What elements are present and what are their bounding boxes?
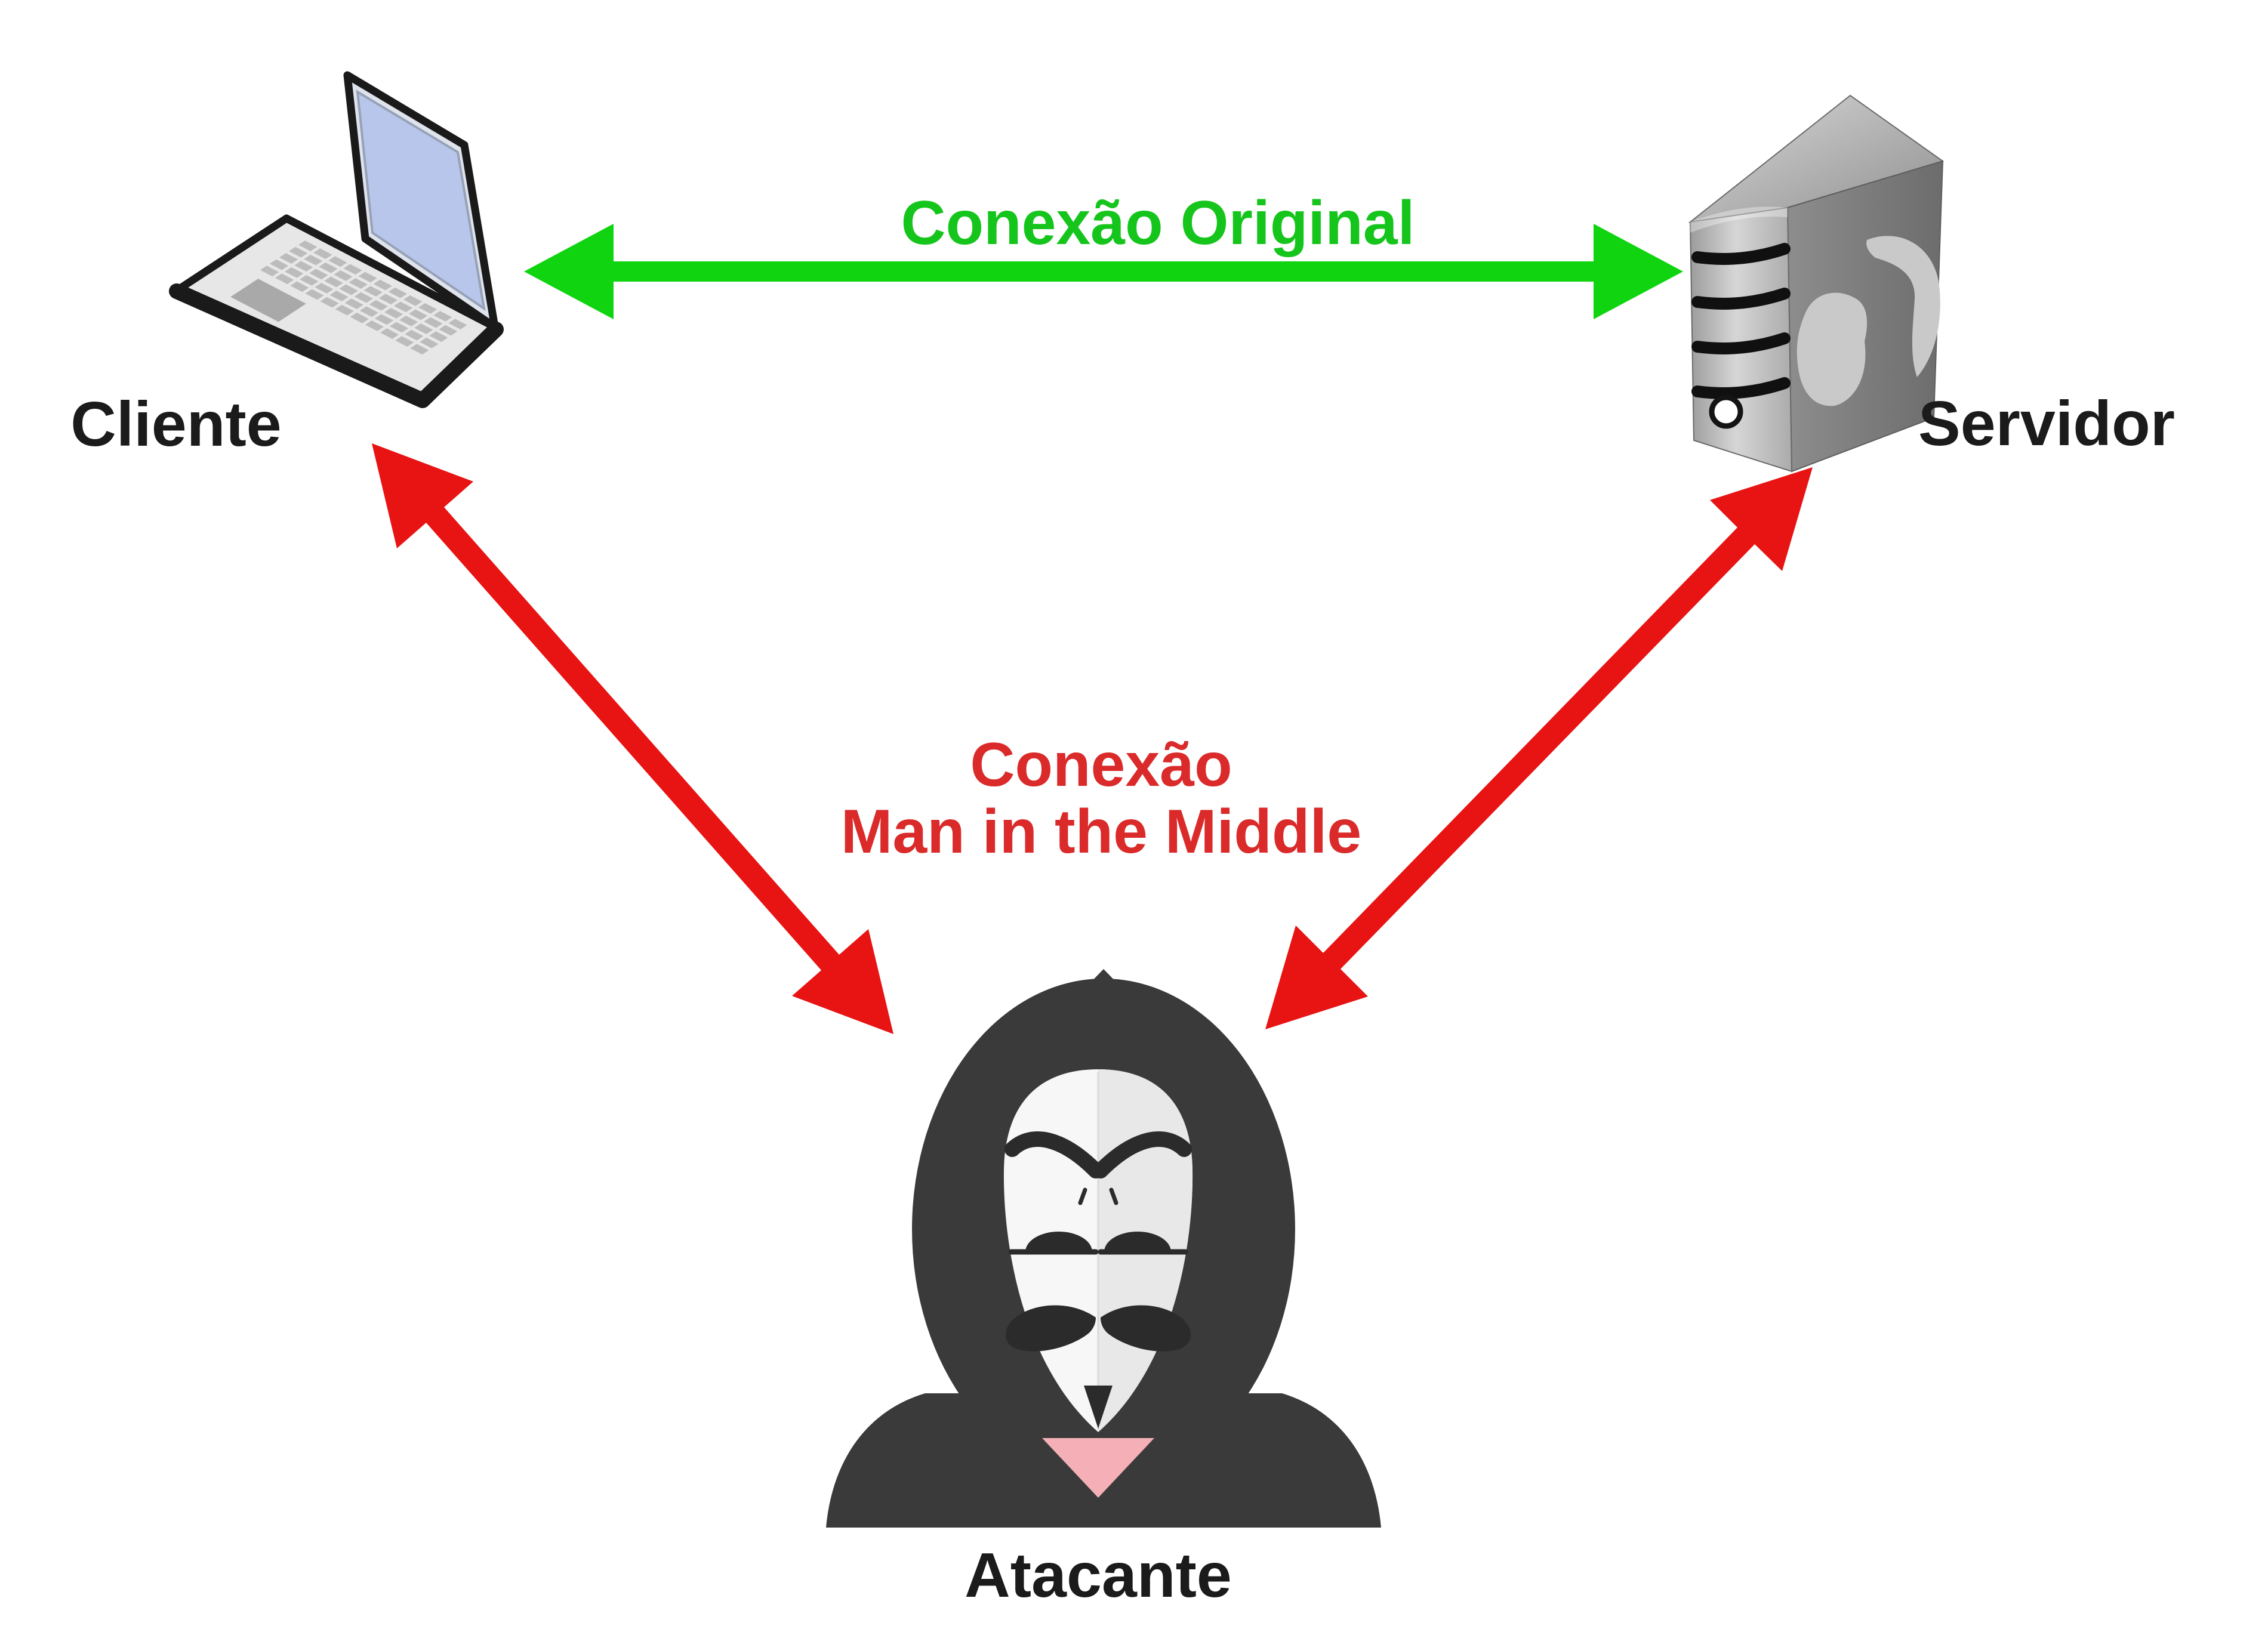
mask-brow-marks [1078,1187,1118,1205]
original-connection-label: Conexão Original [901,189,1415,258]
hood-peak [1086,969,1121,987]
laptop-screen [356,90,486,311]
hacker-neck [1042,1438,1154,1498]
mitm-connection-label-line1: Conexão [970,730,1232,800]
client-label: Cliente [70,389,282,459]
server-icon [1688,94,1945,473]
mask-eyebrows [1004,1131,1192,1178]
mitm-connection-label: Conexão Man in the Middle [803,732,1400,865]
server-top-highlight [1690,206,1788,233]
mask-goatee [1084,1386,1113,1429]
laptop-keyboard [230,240,467,355]
mitm-arrow-server [1265,467,1813,1029]
hacker-icon [826,969,1381,1528]
globe-icon [1796,236,1940,406]
original-connection-arrow [524,224,1683,319]
mask-mustache [1006,1305,1191,1352]
attacker-label: Atacante [964,1540,1232,1611]
server-label: Servidor [1918,388,2175,459]
laptop-front-edge [169,283,504,408]
mitm-arrow-client [372,443,893,1034]
laptop-icon [169,71,504,408]
laptop-touchpad [230,279,306,322]
server-power-button [1709,394,1743,429]
server-slots [1691,243,1791,399]
mitm-connection-label-line2: Man in the Middle [840,797,1362,866]
mask-eyes [1025,1232,1171,1252]
